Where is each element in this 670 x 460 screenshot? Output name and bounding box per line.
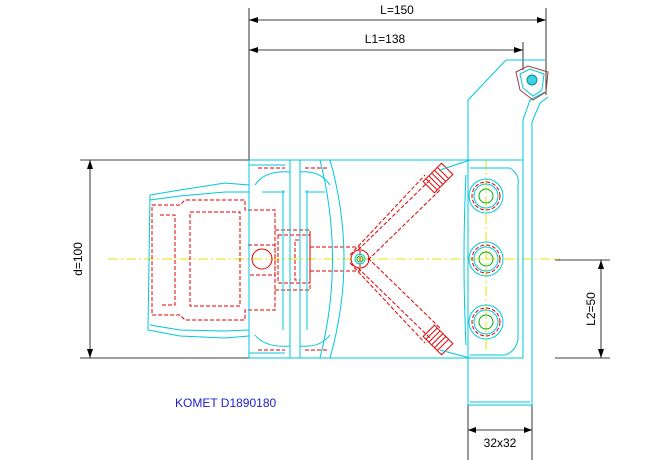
bolt-bottom [468,304,504,340]
dimension-shank: 32x32 [467,405,533,460]
label-length-l1: L1=138 [365,32,406,46]
label-diameter: d=100 [71,242,85,276]
tool-slide [463,160,533,406]
bolt-middle [468,241,504,277]
label-shank-size: 32x32 [484,436,517,450]
adapter-body [147,182,361,339]
label-length-l2: L2=50 [584,292,598,326]
cutting-tool [467,59,549,360]
bolt-top [468,178,504,214]
dimension-l150: L=150 [248,3,547,160]
dimension-l1: L1=138 [249,32,524,70]
head-body [248,159,524,359]
insert-icon [515,65,549,101]
label-overall-length: L=150 [380,3,414,17]
dimension-l2: L2=50 [555,259,610,359]
dimension-diameter: d=100 [71,159,249,359]
drawing-title: KOMET D1890180 [175,396,276,410]
adjustment-mechanism [349,159,471,359]
